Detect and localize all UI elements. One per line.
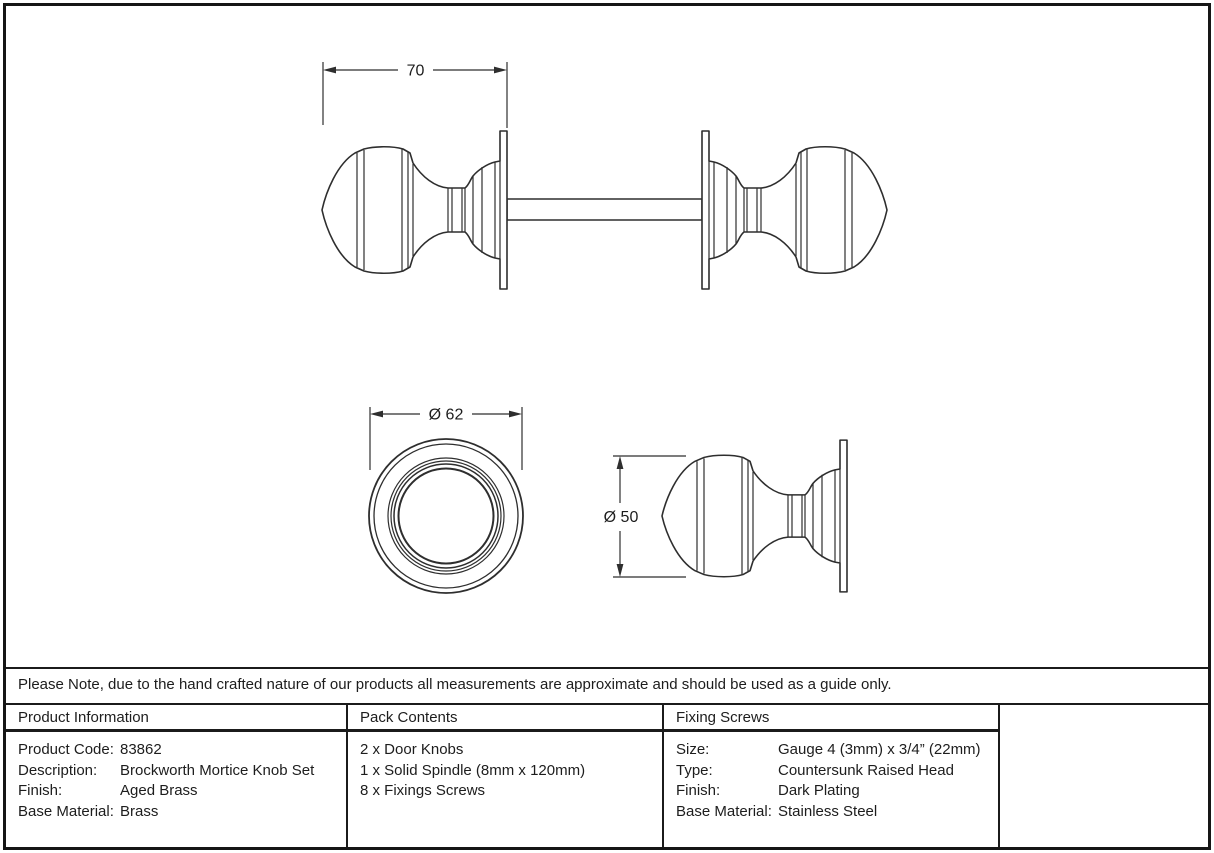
list-item: 2 x Door Knobs: [360, 741, 464, 758]
header-row-top-border: [6, 703, 1208, 705]
list-item: 8 x Fixings Screws: [360, 782, 486, 799]
row-label: Product Code:: [18, 741, 114, 758]
row-value: Gauge 4 (3mm) x 3/4” (22mm): [778, 741, 981, 758]
rose-front-view: [368, 438, 524, 594]
arrow-left-icon: [370, 410, 383, 418]
row-value: Aged Brass: [120, 782, 198, 799]
fixing-screws-body: Size: Gauge 4 (3mm) x 3/4” (22mm) Type: …: [676, 740, 992, 822]
row-label: Finish:: [18, 782, 63, 799]
row-label: Base Material:: [676, 802, 772, 820]
table-row: Base Material: Stainless Steel: [676, 802, 992, 823]
row-value: Stainless Steel: [778, 802, 878, 820]
knob-side-view: [661, 439, 848, 593]
arrow-right-icon: [509, 410, 522, 418]
row-value: Dark Plating: [778, 782, 860, 799]
header-row-bottom-border: [6, 729, 1000, 732]
technical-drawing: 70 Ø 62: [321, 62, 888, 594]
note-row-top-border: [6, 667, 1208, 669]
table-row: Finish: Dark Plating: [676, 781, 992, 802]
table-row: Size: Gauge 4 (3mm) x 3/4” (22mm): [676, 740, 992, 761]
row-label: Size:: [676, 741, 710, 758]
pack-contents-body: 2 x Door Knobs 1 x Solid Spindle (8mm x …: [360, 740, 655, 802]
table-row: Type: Countersunk Raised Head: [676, 761, 992, 782]
door-knob: [661, 439, 848, 593]
arrow-right-icon: [494, 66, 507, 74]
row-label: Finish:: [676, 782, 721, 799]
list-item: 1 x Solid Spindle (8mm x 120mm): [360, 761, 586, 779]
arrow-down-icon: [616, 564, 624, 577]
table-row: Description: Brockworth Mortice Knob Set: [18, 761, 338, 782]
arrow-left-icon: [323, 66, 336, 74]
table-row: Finish: Aged Brass: [18, 781, 338, 802]
table-row: Base Material: Brass: [18, 802, 338, 823]
row-value: Countersunk Raised Head: [778, 761, 954, 779]
right-door-knob: [701, 130, 888, 290]
dimension-label-62: Ø 62: [429, 407, 464, 424]
arrow-up-icon: [616, 456, 624, 469]
column-divider-2: [662, 703, 664, 847]
product-information-body: Product Code: 83862 Description: Brockwo…: [18, 740, 338, 822]
pack-contents-header: Pack Contents: [360, 709, 458, 726]
dimension-knob-diameter: Ø 50: [604, 455, 686, 578]
dimension-label-50: Ø 50: [604, 509, 639, 526]
spindle: [506, 198, 703, 221]
column-divider-3: [998, 703, 1000, 847]
row-label: Description:: [18, 761, 98, 779]
knob-pair-front-view: [321, 130, 888, 290]
product-information-header: Product Information: [18, 709, 149, 726]
table-row: Product Code: 83862: [18, 740, 338, 761]
row-label: Type:: [676, 761, 713, 779]
fixing-screws-header: Fixing Screws: [676, 709, 770, 726]
measurement-note: Please Note, due to the hand crafted nat…: [18, 676, 892, 693]
dimension-knob-length: 70: [322, 62, 508, 128]
dimension-label-70: 70: [407, 63, 425, 80]
column-divider-1: [346, 703, 348, 847]
dimension-rose-diameter: Ø 62: [369, 407, 523, 470]
row-value: 83862: [120, 741, 162, 758]
row-label: Base Material:: [18, 802, 114, 820]
row-value: Brockworth Mortice Knob Set: [120, 761, 315, 779]
left-door-knob: [321, 130, 508, 290]
row-value: Brass: [120, 802, 159, 820]
